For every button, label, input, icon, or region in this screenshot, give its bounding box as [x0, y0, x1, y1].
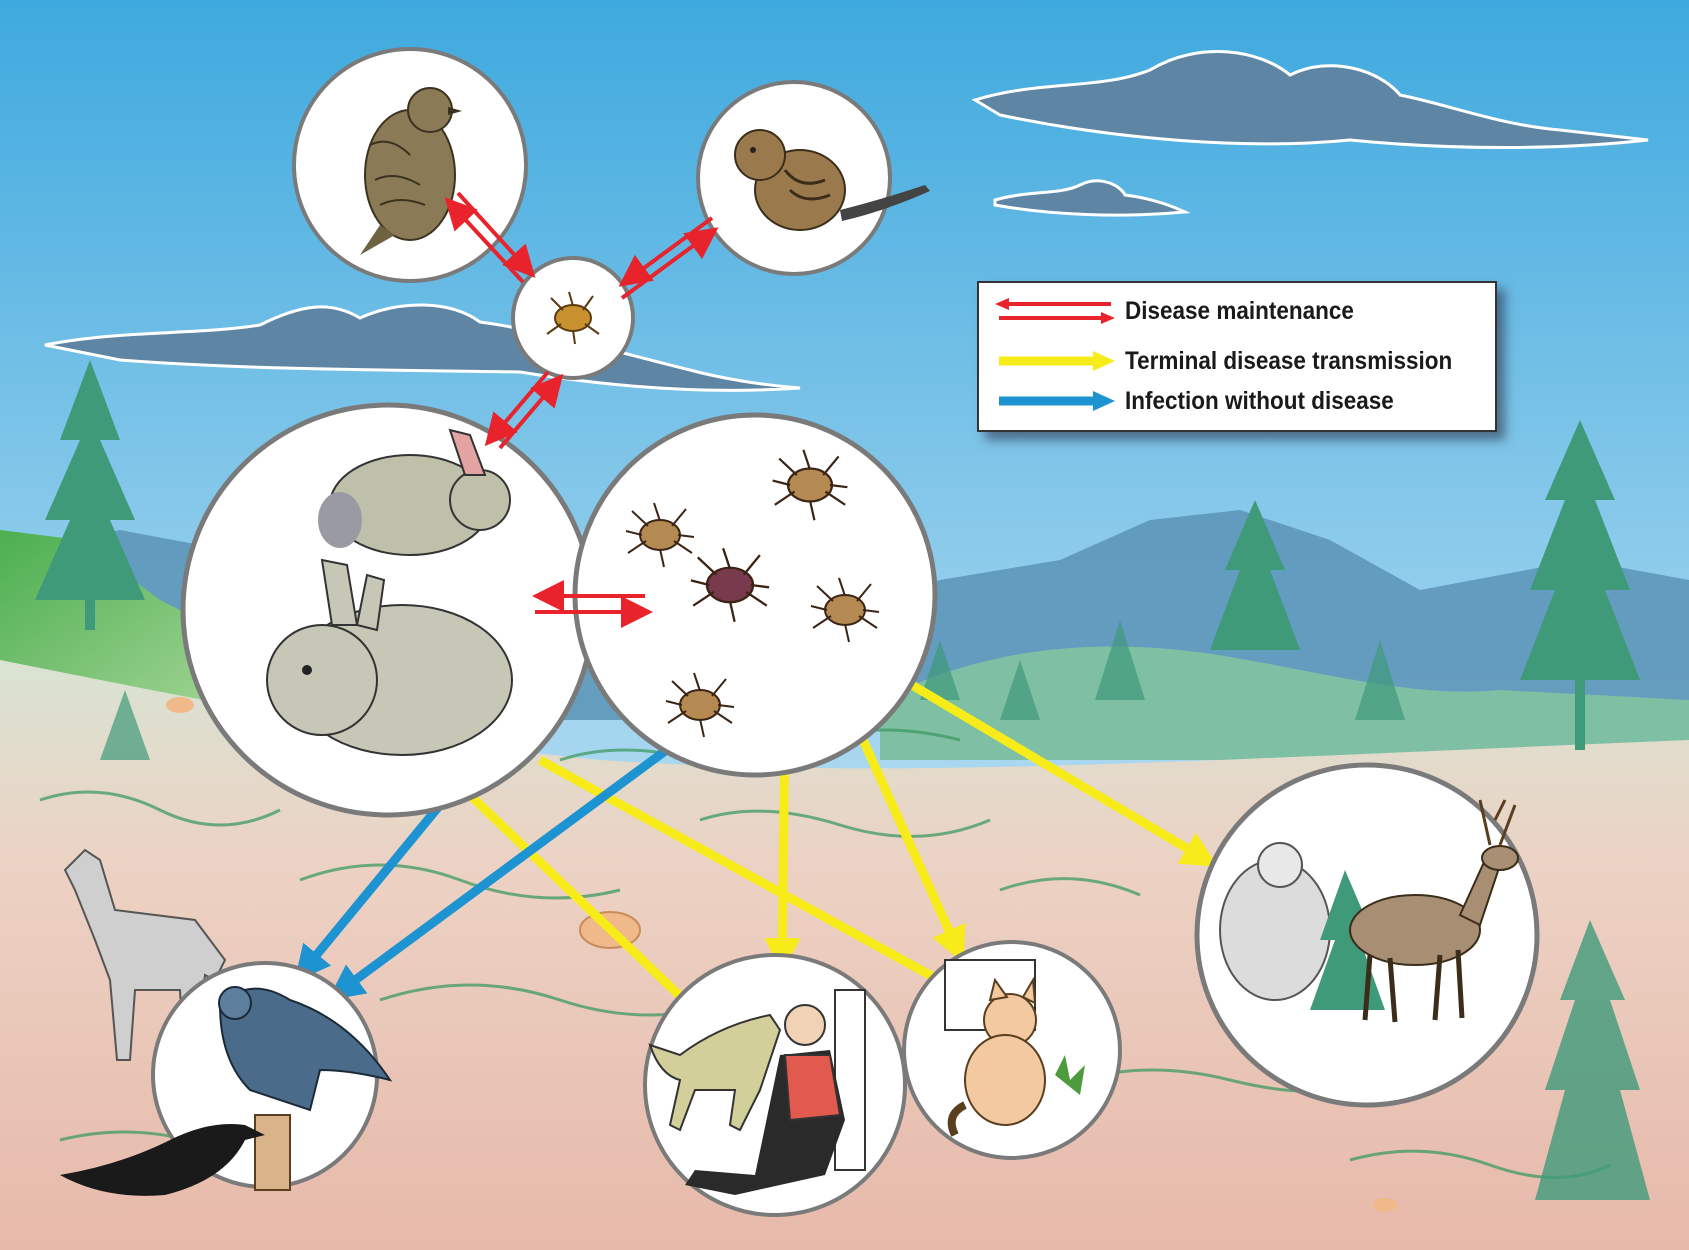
node-sheep-deer [1197, 765, 1537, 1105]
legend-label-terminal: Terminal disease transmission [1125, 347, 1452, 376]
legend-item-infection: Infection without disease [979, 381, 1495, 421]
arrow-right-icon [993, 345, 1118, 379]
arrow-right-icon [993, 385, 1118, 419]
node-tick-single [513, 258, 633, 378]
node-dog-human [645, 955, 905, 1215]
double-arrow-icon [993, 295, 1118, 329]
node-cat [904, 942, 1120, 1158]
legend-item-terminal: Terminal disease transmission [979, 341, 1495, 381]
legend-label-infection: Infection without disease [1125, 387, 1394, 416]
legend-label-maintenance: Disease maintenance [1125, 297, 1354, 326]
node-rabbits [183, 405, 593, 815]
legend-item-maintenance: Disease maintenance [979, 291, 1495, 331]
legend: Disease maintenance Terminal disease tra… [977, 281, 1497, 432]
